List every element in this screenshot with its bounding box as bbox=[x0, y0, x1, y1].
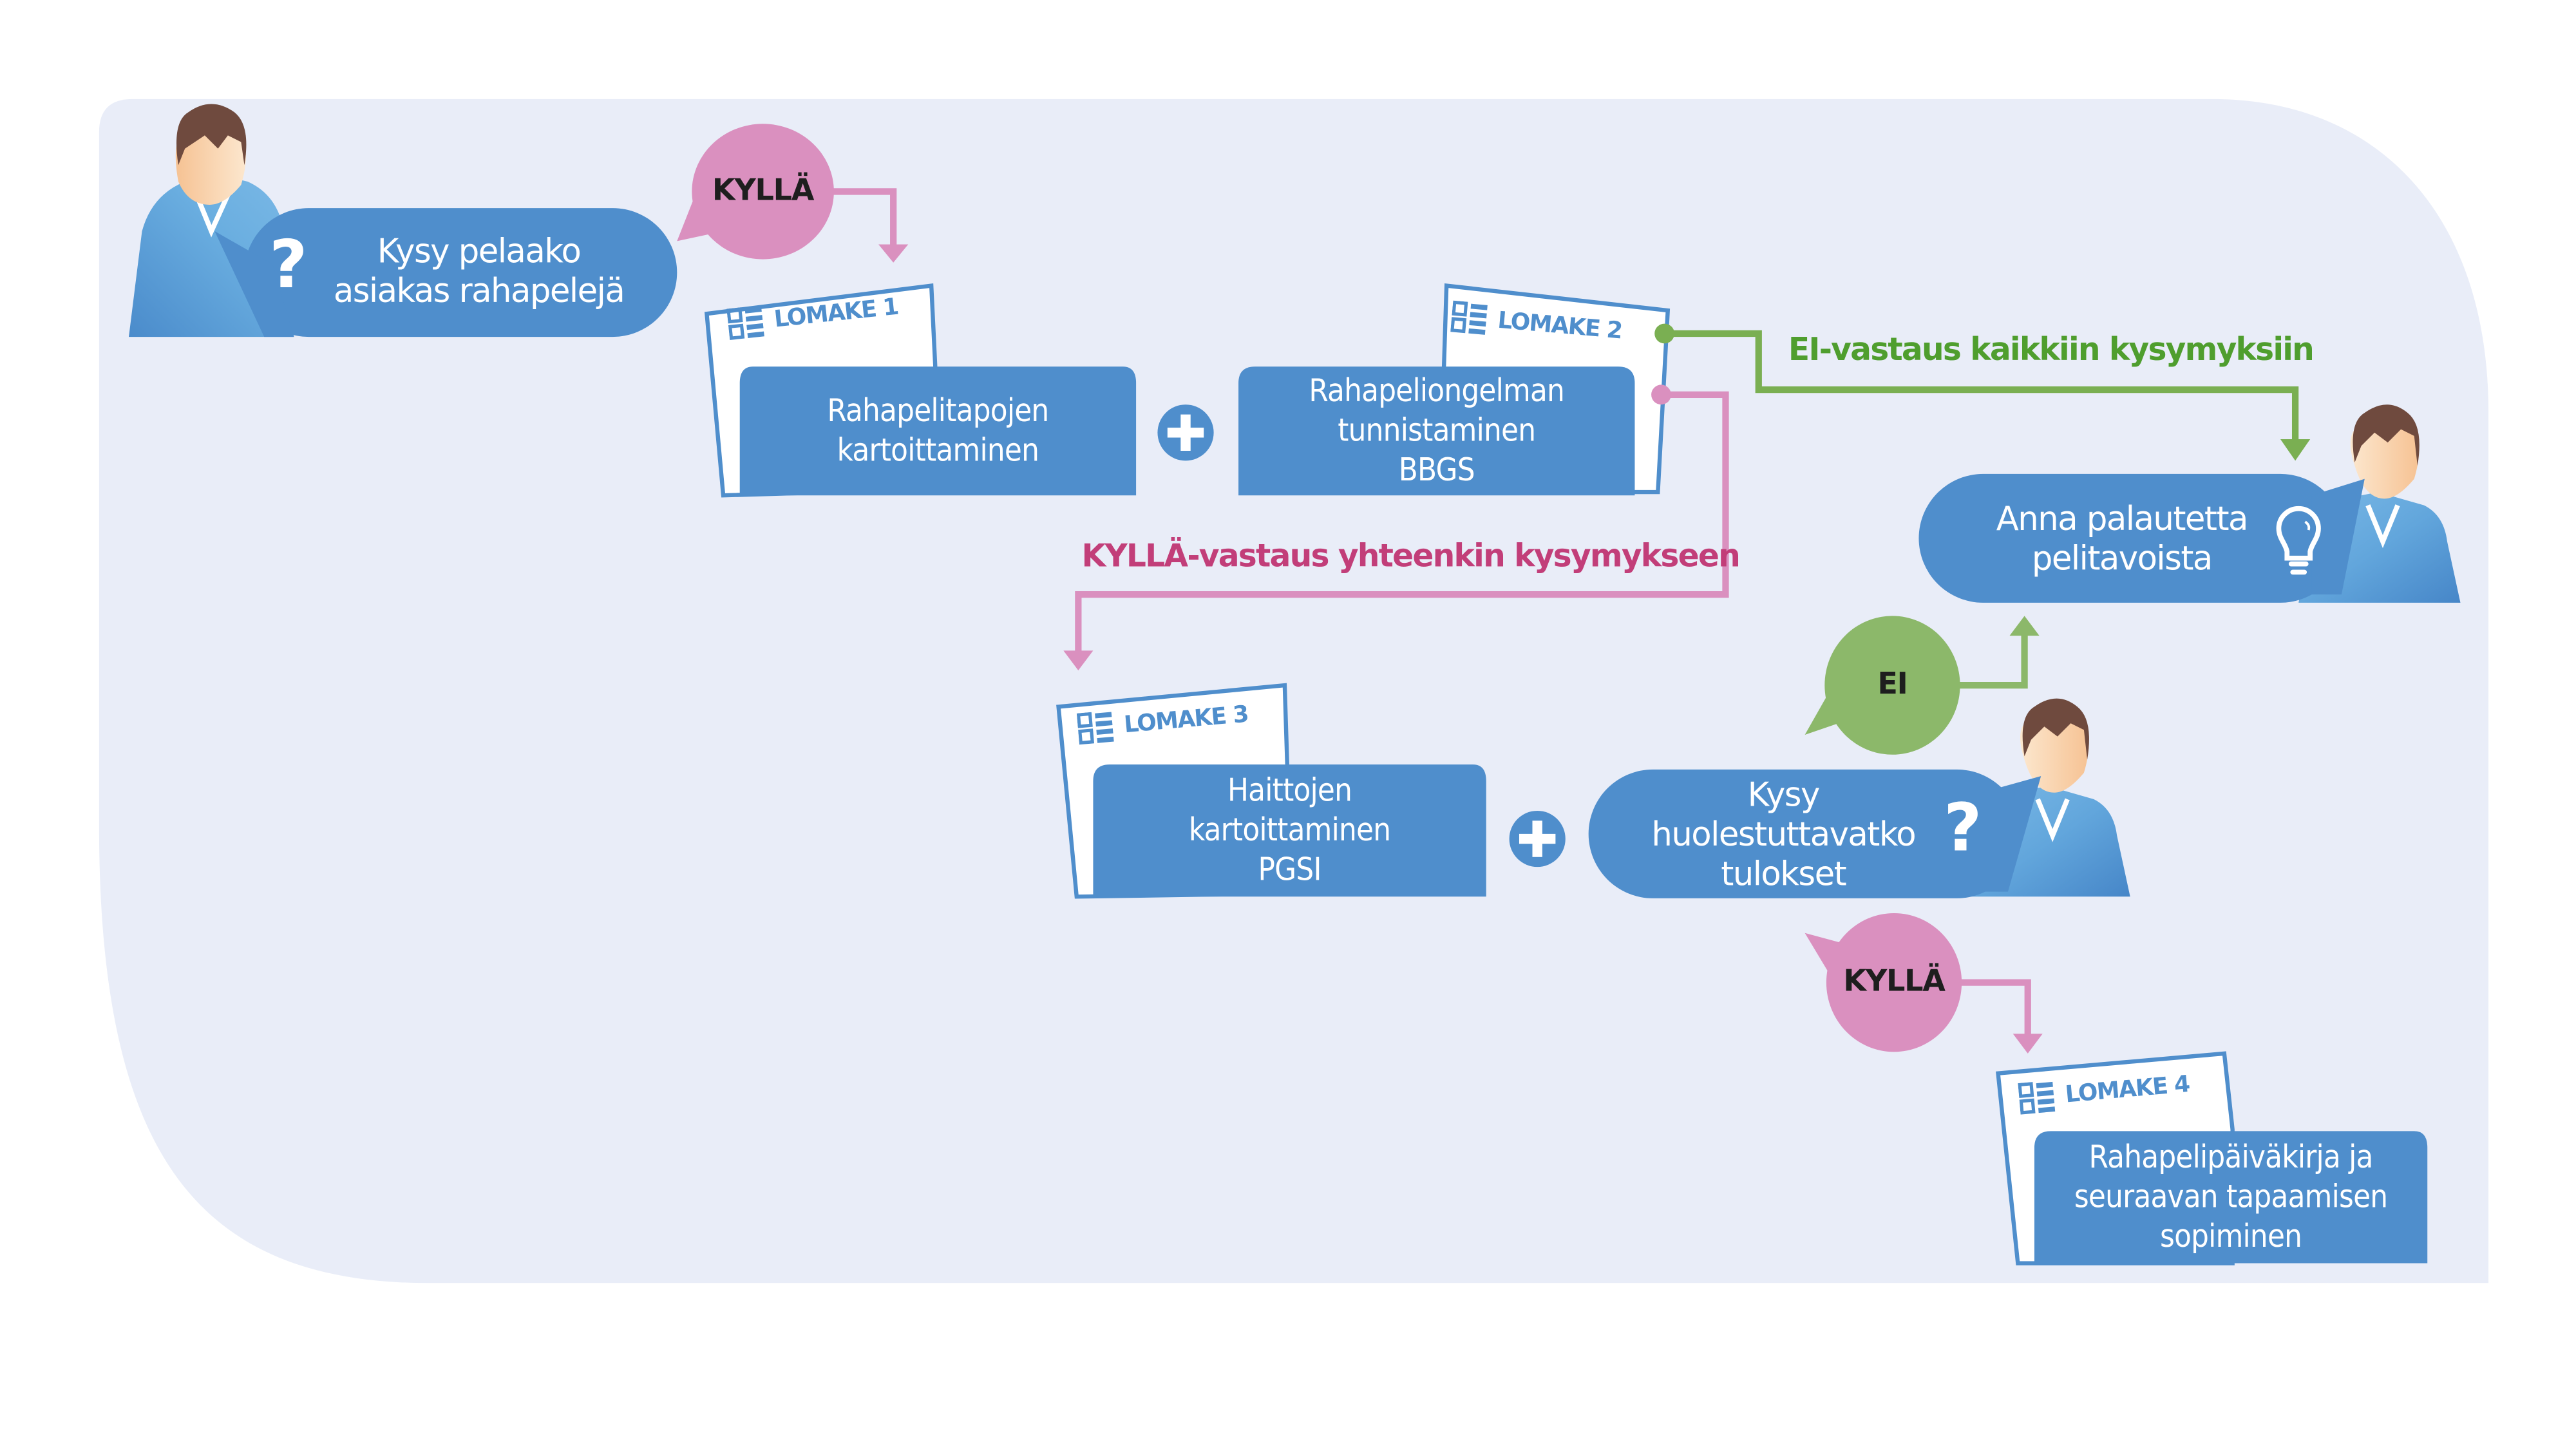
form-3-header: LOMAKE 3 bbox=[1076, 699, 1249, 746]
branch-label-no-all: EI-vastaus kaikkiin kysymyksiin bbox=[1788, 332, 2315, 368]
form-1-title: Rahapelitapojen kartoittaminen bbox=[740, 366, 1136, 495]
form-3-title-line-2: kartoittaminen bbox=[1188, 812, 1391, 849]
form-3-title-line-1: Haittojen bbox=[1227, 772, 1352, 810]
form-3-title-line-3: PGSI bbox=[1258, 852, 1322, 889]
form-3-title: Haittojen kartoittaminen PGSI bbox=[1093, 764, 1486, 896]
speech-bubble-concern bbox=[1588, 769, 2041, 898]
form-2-title-line-2: tunnistaminen bbox=[1338, 413, 1536, 450]
arrow-yes-to-form-1 bbox=[829, 188, 897, 248]
plus-circle-icon-2 bbox=[1509, 810, 1566, 867]
form-4-title: Rahapelipäiväkirja ja seuraavan tapaamis… bbox=[2034, 1131, 2427, 1263]
lightbulb-icon bbox=[2276, 506, 2321, 575]
speech-bubble-feedback bbox=[1918, 473, 2365, 603]
form-icon bbox=[726, 307, 764, 340]
yes-bubble-2 bbox=[1804, 913, 1962, 1052]
feedback-text-line-2: pelitavoista bbox=[2031, 538, 2213, 578]
form-4-title-line-2: seuraavan tapaamisen bbox=[2074, 1179, 2388, 1216]
start-question-line-1: Kysy pelaako bbox=[377, 231, 582, 271]
feedback-text-line-1: Anna palautetta bbox=[1996, 498, 2249, 538]
form-2-header: LOMAKE 2 bbox=[1450, 300, 1623, 348]
form-1-paper bbox=[704, 283, 1137, 498]
question-mark-icon-2: ? bbox=[1943, 791, 1982, 867]
yes-answer-label-1: KYLLÄ bbox=[712, 173, 815, 209]
plus-circle-icon bbox=[1157, 404, 1214, 461]
form-icon bbox=[1450, 300, 1488, 335]
form-1-title-line-1: Rahapelitapojen bbox=[827, 393, 1049, 430]
arrow-yes-to-form-4 bbox=[1960, 979, 2031, 1037]
branch-label-yes-any: KYLLÄ-vastaus yhteenkin kysymykseen bbox=[1081, 538, 1740, 575]
feedback-text: Anna palautetta pelitavoista bbox=[1965, 498, 2278, 578]
concern-question-line-2: huolestuttavatko bbox=[1651, 814, 1916, 854]
form-2-title-line-1: Rahapeliongelman bbox=[1309, 373, 1565, 410]
form-2-title-line-3: BBGS bbox=[1398, 452, 1475, 489]
form-icon bbox=[2018, 1081, 2056, 1115]
form-2-title: Rahapeliongelman tunnistaminen BBGS bbox=[1238, 366, 1634, 495]
concern-question-line-1: Kysy bbox=[1747, 774, 1821, 815]
form-2-paper bbox=[1238, 283, 1671, 496]
yes-bubble-1 bbox=[677, 124, 834, 260]
no-answer-label: EI bbox=[1877, 667, 1908, 702]
form-4-title-line-3: sopiminen bbox=[2160, 1218, 2302, 1255]
no-bubble bbox=[1804, 616, 1960, 755]
concern-question-line-3: tulokset bbox=[1721, 853, 1847, 894]
form-4-paper bbox=[1996, 1051, 2428, 1265]
form-1-title-line-2: kartoittaminen bbox=[837, 432, 1039, 469]
form-1-header: LOMAKE 1 bbox=[726, 291, 900, 342]
arrow-yes-to-form-3 bbox=[1075, 391, 1729, 652]
arrow-no-to-feedback bbox=[1664, 330, 2299, 443]
form-4-header: LOMAKE 4 bbox=[2018, 1068, 2190, 1116]
form-4-title-line-1: Rahapelipäiväkirja ja bbox=[2088, 1139, 2374, 1176]
question-mark-icon: ? bbox=[269, 227, 308, 304]
yes-answer-label-2: KYLLÄ bbox=[1843, 964, 1946, 999]
form-icon bbox=[1076, 712, 1114, 745]
form-3-paper bbox=[1056, 683, 1486, 899]
start-question-line-2: asiakas rahapelejä bbox=[333, 270, 625, 311]
concern-question-text: Kysy huolestuttavatko tulokset bbox=[1618, 775, 1949, 894]
speech-bubble-ask-gambling bbox=[214, 208, 677, 337]
arrow-no-to-feedback-2 bbox=[1958, 632, 2028, 689]
start-question-text: Kysy pelaako asiakas rahapelejä bbox=[314, 231, 644, 310]
